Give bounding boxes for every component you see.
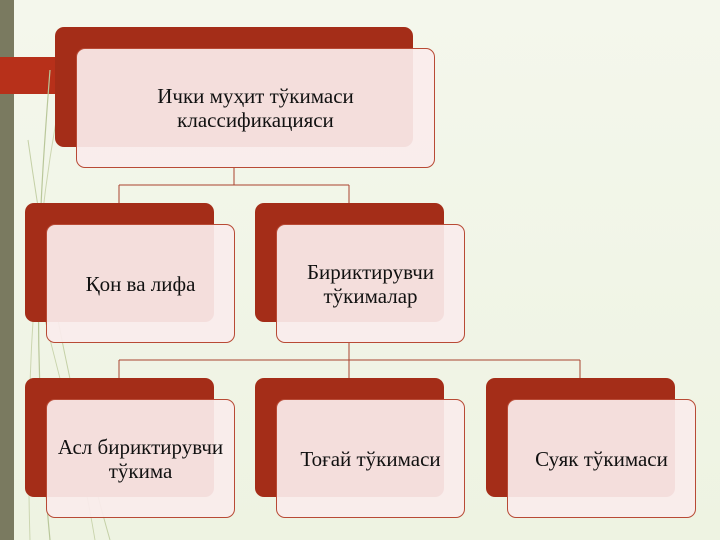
node-connective-tissues-label: Бириктирувчи тўкималар <box>306 259 434 308</box>
root-node-label: Ички муҳит тўкимаси классификацияси <box>157 84 354 132</box>
node-blood-lymph-label: Қон ва лифа <box>85 271 196 296</box>
node-bone-label: Суяк тўкимаси <box>535 446 668 471</box>
node-connective-tissues: Бириктирувчи тўкималар <box>255 203 465 343</box>
node-cartilage-label: Тоғай тўкимаси <box>300 446 441 471</box>
left-side-bar <box>0 0 14 540</box>
node-blood-lymph: Қон ва лифа <box>25 203 235 343</box>
node-proper-connective-label: Асл бириктирувчи тўкима <box>57 434 224 483</box>
node-proper-connective: Асл бириктирувчи тўкима <box>25 378 235 518</box>
accent-tab <box>0 57 62 94</box>
node-cartilage: Тоғай тўкимаси <box>255 378 465 518</box>
root-node: Ички муҳит тўкимаси классификацияси <box>55 27 435 168</box>
node-bone: Суяк тўкимаси <box>486 378 696 518</box>
